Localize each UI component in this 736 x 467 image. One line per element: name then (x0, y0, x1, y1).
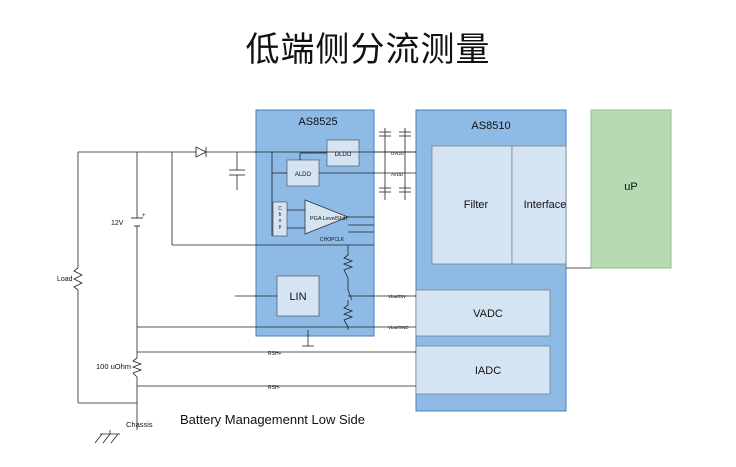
lin-block (276, 275, 320, 317)
lin-label: LIN (289, 291, 306, 303)
rshn-label: RSH- (268, 385, 281, 391)
diode-symbol (195, 146, 207, 158)
shunt-resistor (131, 357, 143, 378)
avdd-label: AVDD (391, 172, 404, 177)
divider-resistor-top (342, 254, 354, 279)
chopclk-label: CHOPCLK (320, 237, 345, 243)
slide-title: 低端侧分流测量 (245, 30, 491, 70)
interface-block (511, 145, 567, 265)
pga-amplifier (304, 199, 350, 235)
caption: Battery Managemennt Low Side (180, 412, 365, 427)
pga-label: PGA LevelShift (310, 216, 347, 222)
as8525-label: AS8525 (298, 116, 337, 128)
iadc-block (415, 345, 551, 395)
vbatdiv-label: Vbat/DIV (388, 294, 406, 299)
iadc-label: IADC (475, 365, 501, 377)
aldo-label: ALDO (295, 172, 312, 178)
vadc-block (415, 289, 551, 337)
rshp-label: RSH+ (268, 351, 282, 357)
vadc-label: VADC (473, 308, 503, 320)
vbatgnd-label: Vbat/GND (388, 325, 409, 330)
dvdd-label: DVDD (391, 151, 405, 156)
interface-label: Interface (524, 199, 567, 211)
battery-label: 12V (111, 220, 124, 227)
chop-block (272, 201, 288, 237)
up-label: uP (624, 181, 637, 193)
divider-switch (347, 289, 353, 301)
battery-symbol (131, 217, 143, 227)
wires (77, 128, 591, 444)
up-block (590, 109, 672, 269)
aldo-block (286, 159, 320, 187)
filter-block (431, 145, 513, 265)
chassis-label: Chassis (126, 420, 153, 429)
divider-resistor-bottom (342, 304, 354, 328)
load-resistor (73, 267, 83, 291)
dldo-block (326, 139, 360, 167)
load-label: Load (57, 276, 73, 283)
filter-label: Filter (464, 199, 489, 211)
shunt-label: 100 uOhm (96, 362, 131, 371)
as8510-label: AS8510 (471, 120, 510, 132)
dldo-label: DLDO (335, 152, 352, 158)
battery-plus: + (142, 213, 146, 219)
